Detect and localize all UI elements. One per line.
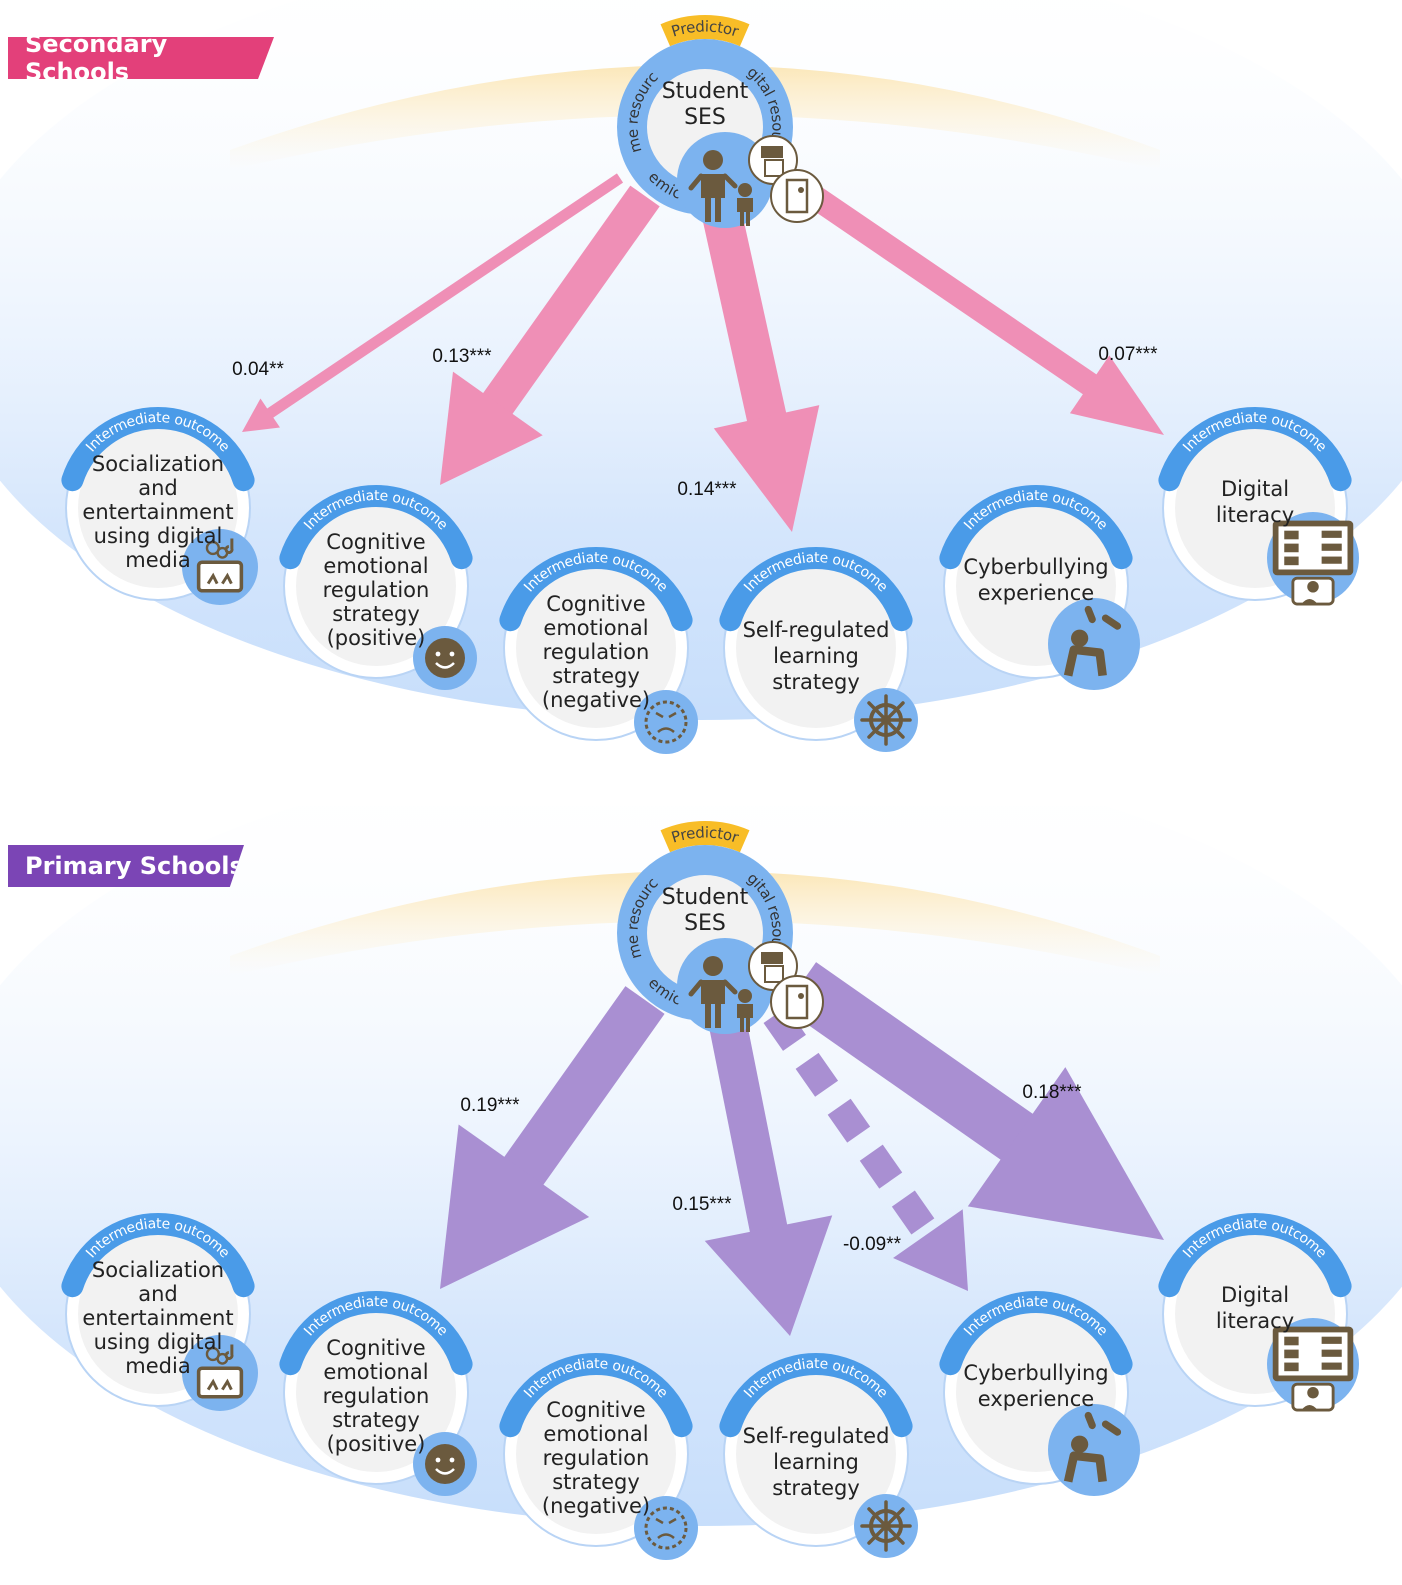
outcome-label: Socialization and entertainment using di… (82, 1258, 234, 1378)
outcome-node-cer-positive: Intermediate outcome (279, 485, 477, 690)
digital-board-icon (1272, 1326, 1354, 1412)
arrow-to-digital-literacy (783, 962, 1164, 1240)
arrow-to-srl (702, 210, 820, 532)
ship-wheel-icon (860, 1500, 912, 1552)
path-coefficient: 0.04** (232, 359, 284, 380)
icon-badge (634, 690, 698, 754)
outcome-label: Cognitive emotional regulation strategy … (541, 592, 651, 712)
outcome-node-digital-literacy: Intermediate outcome (1158, 1213, 1359, 1412)
angry-face-icon (644, 700, 688, 744)
arrow-to-socialization (242, 173, 624, 432)
path-coefficient: 0.13*** (432, 346, 492, 367)
outcome-label: Self-regulated learning strategy (742, 618, 890, 694)
predictor-title: Student SES (661, 885, 749, 936)
outcome-node-socialization: Intermediate outcome (61, 1213, 258, 1411)
parent-child-icon (688, 941, 824, 1032)
outcome-label: Digital literacy (1215, 1283, 1295, 1333)
path-arrows (440, 962, 1164, 1336)
arrow-to-digital-literacy (783, 170, 1164, 435)
bullied-person-icon (1063, 1411, 1122, 1483)
smile-face-icon (425, 1444, 465, 1484)
outcome-label: Cognitive emotional regulation strategy … (322, 530, 430, 650)
predictor-tag: Predictor (669, 17, 741, 40)
panel-label: Secondary Schools (8, 37, 274, 79)
bullied-person-icon (1063, 605, 1122, 677)
path-coefficient: 0.14*** (677, 479, 737, 500)
path-coefficient: -0.09** (842, 1234, 902, 1255)
icon-badge (1048, 598, 1140, 690)
smile-face-icon (425, 638, 465, 678)
path-arrows (242, 170, 1164, 532)
parent-child-icon (688, 135, 824, 226)
outcome-label: Digital literacy (1215, 477, 1295, 527)
predictor-title: Student SES (661, 79, 749, 130)
digital-board-icon (1272, 520, 1354, 606)
tablet-social-icon (196, 1344, 244, 1399)
outcome-label: Cognitive emotional regulation strategy … (541, 1398, 651, 1518)
outcome-label: Cyberbullying experience (963, 555, 1109, 605)
outcome-node-socialization: Intermediate outcome (61, 407, 258, 605)
path-coefficient: 0.07*** (1098, 344, 1158, 365)
outcome-label: Socialization and entertainment using di… (82, 452, 234, 572)
outcome-node-cer-negative: Intermediate outcome (499, 1353, 698, 1560)
arrow-to-cer-positive (440, 986, 665, 1289)
outcome-label: Cognitive emotional regulation strategy … (322, 1336, 430, 1456)
predictor-tag: Predictor (669, 823, 741, 846)
outcome-node-cer-positive: Intermediate outcome (279, 1291, 477, 1496)
arrow-to-cer-positive (440, 185, 660, 485)
outcome-node-cer-negative: Intermediate outcome (499, 547, 698, 754)
outcome-label: Cyberbullying experience (963, 1361, 1109, 1411)
arrow-to-srl (704, 1021, 833, 1336)
outcome-node-cyberbullying: Intermediate outcome (939, 1291, 1140, 1496)
path-coefficient: 0.15*** (672, 1194, 732, 1215)
tablet-social-icon (196, 538, 244, 593)
icon-badge (1048, 1404, 1140, 1496)
arrow-to-cyberbullying (763, 1006, 968, 1291)
panel-label: Primary Schools (8, 845, 244, 887)
icon-badge (634, 1496, 698, 1560)
outcome-node-srl: Intermediate outcome (719, 1353, 918, 1558)
angry-face-icon (644, 1506, 688, 1550)
path-coefficient: 0.19*** (460, 1095, 520, 1116)
ship-wheel-icon (860, 694, 912, 746)
outcome-label: Self-regulated learning strategy (742, 1424, 890, 1500)
path-coefficient: 0.18*** (1022, 1082, 1082, 1103)
